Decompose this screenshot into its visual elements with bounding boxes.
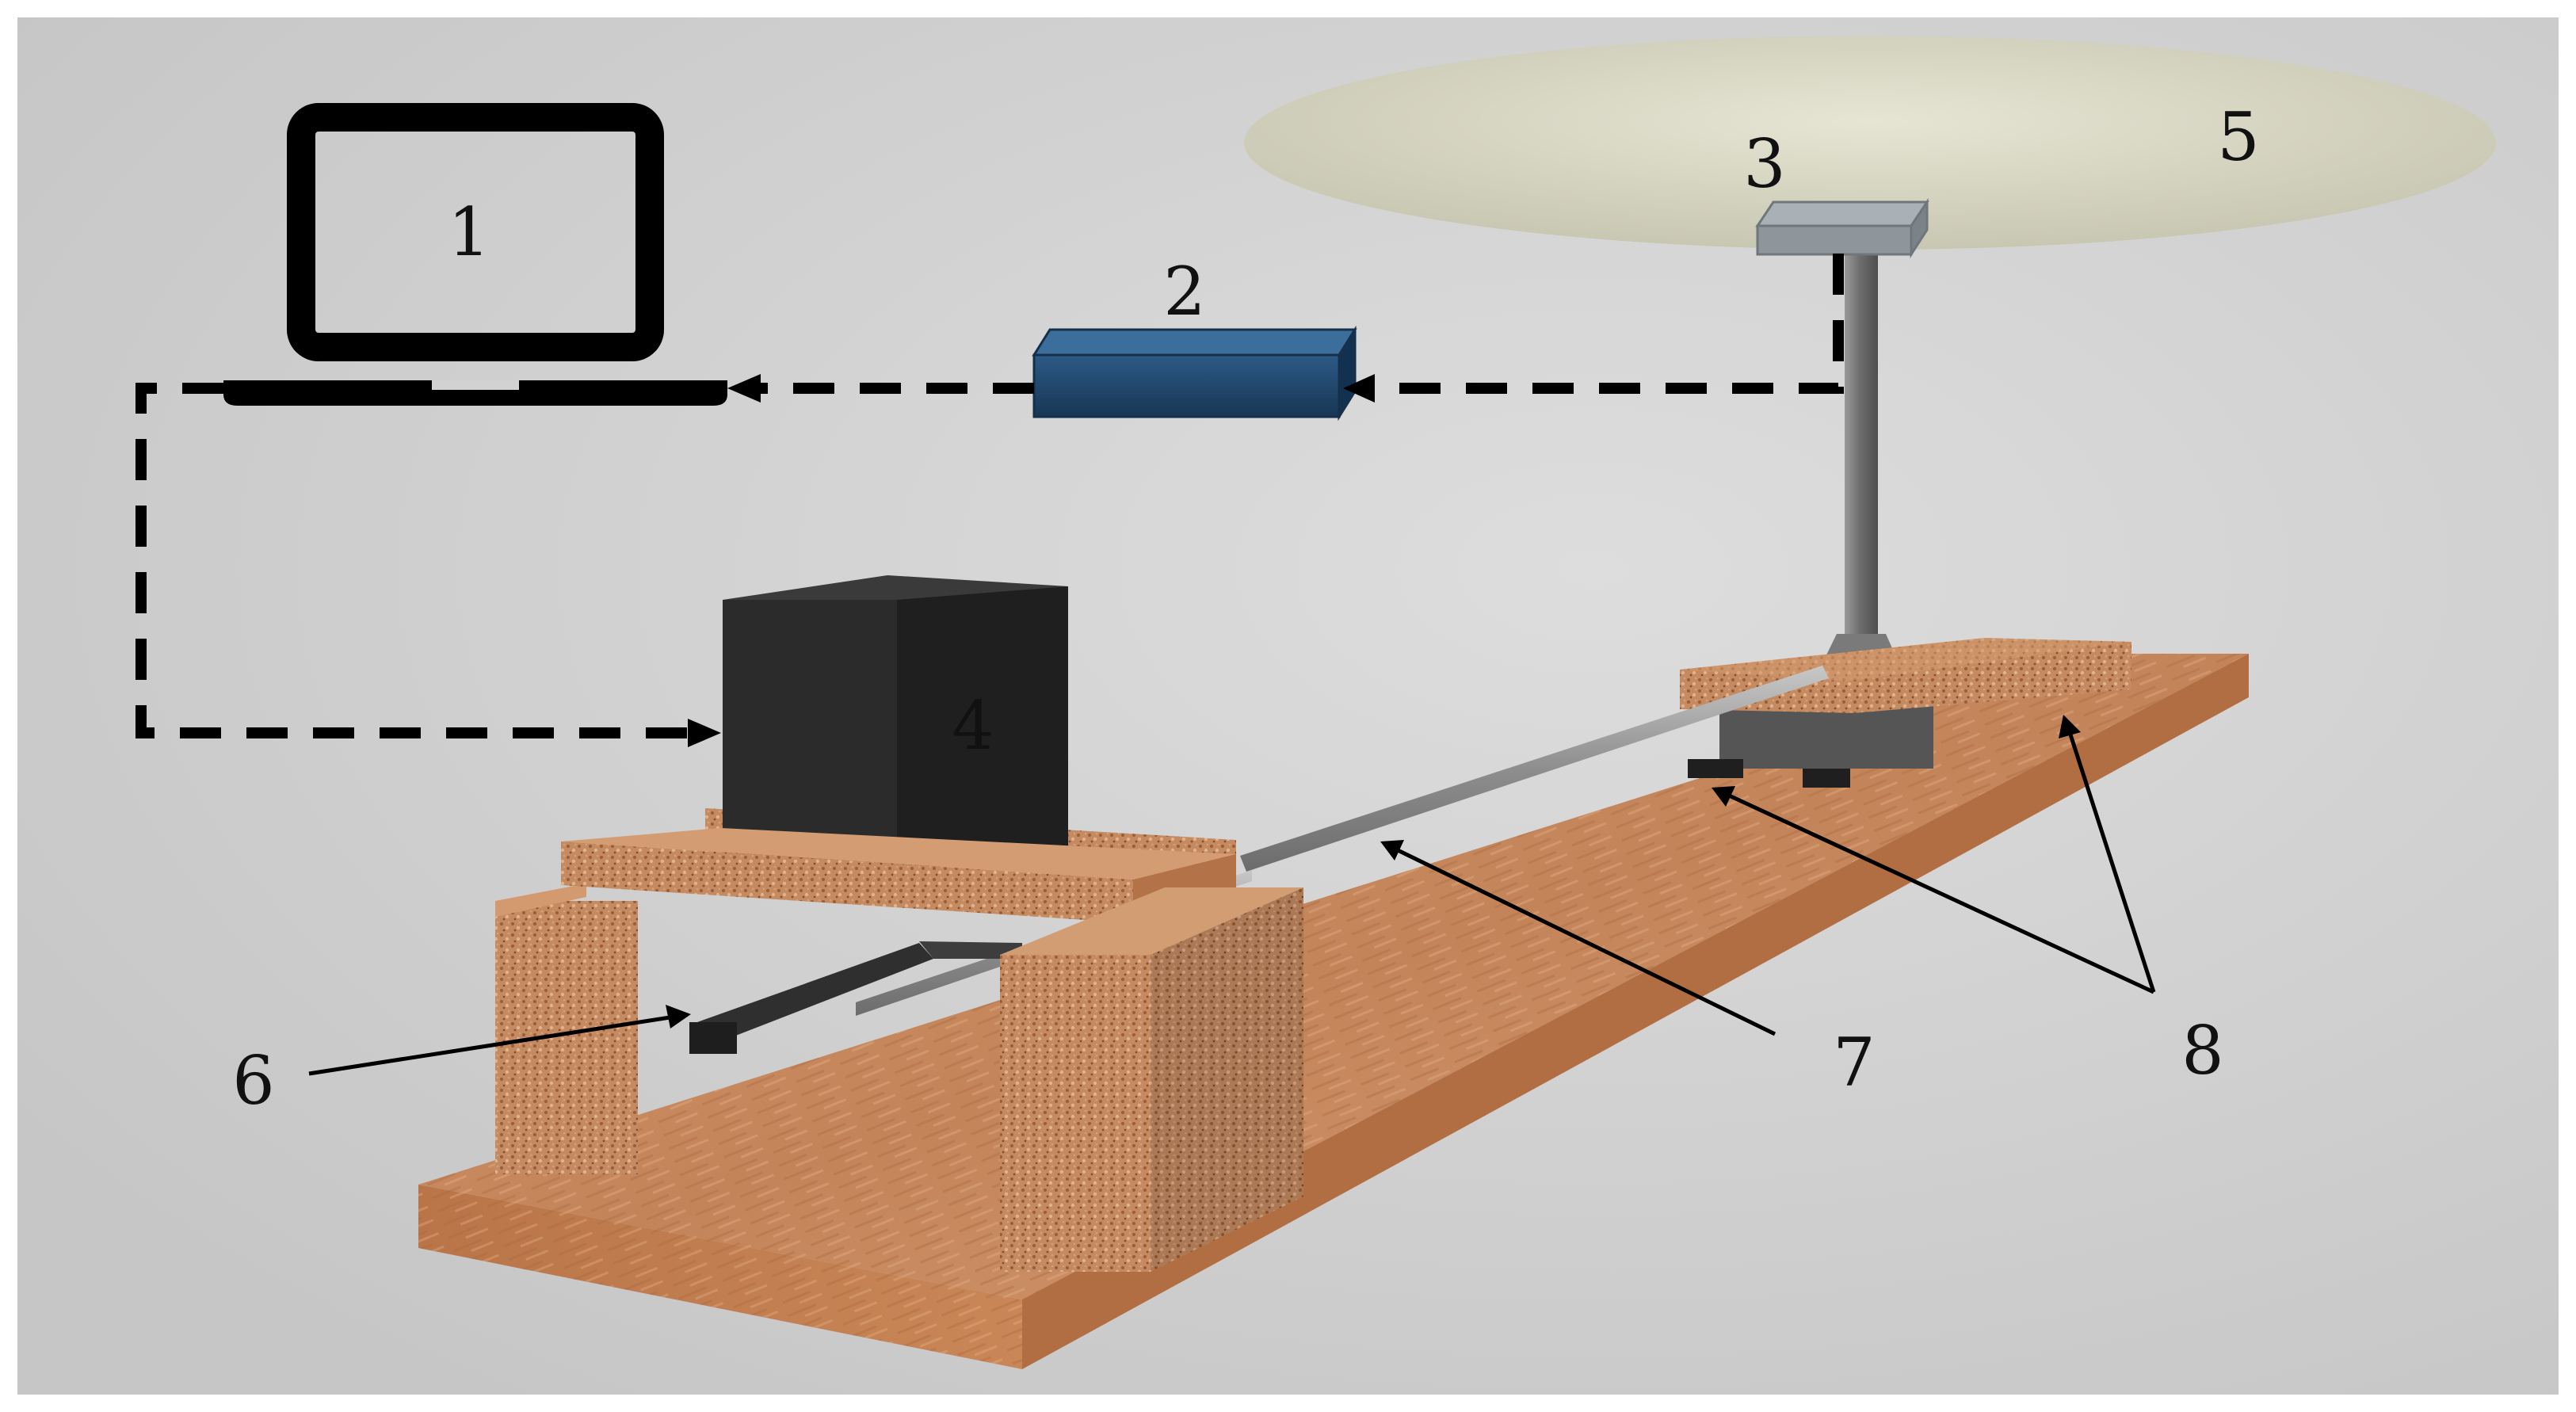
label-laptop: 1 xyxy=(448,193,490,271)
crank-arm xyxy=(689,941,1022,1054)
carriage-plate xyxy=(1680,638,2131,713)
label-model: 5 xyxy=(2217,98,2259,176)
receiver-box xyxy=(1032,325,1357,422)
signal-line-sensor-to-receiver xyxy=(1343,254,1844,403)
pointer-arrow-crank xyxy=(308,1005,691,1076)
model-body xyxy=(1244,36,2496,250)
pointer-arrow-rod xyxy=(1380,840,1776,1036)
motor-frame-right-post xyxy=(1000,887,1303,1272)
signal-line-laptop-to-motor xyxy=(135,383,721,747)
motor-block xyxy=(723,575,1068,873)
label-rod: 7 xyxy=(1833,1024,1875,1101)
laptop-icon xyxy=(223,103,727,406)
label-crank: 6 xyxy=(232,1042,274,1120)
label-motor: 4 xyxy=(952,687,994,765)
motor-frame-left-post xyxy=(495,883,638,1174)
label-receiver: 2 xyxy=(1163,253,1205,330)
label-sensor: 3 xyxy=(1743,125,1785,203)
signal-line-receiver-to-laptop xyxy=(727,374,1034,403)
base-board xyxy=(418,654,2249,1369)
label-rails: 8 xyxy=(2181,1012,2223,1090)
pointer-arrow-rails-lower xyxy=(1712,786,2155,994)
pointer-arrow-rails-upper xyxy=(2059,715,2156,993)
sensor-box xyxy=(1755,198,1929,259)
